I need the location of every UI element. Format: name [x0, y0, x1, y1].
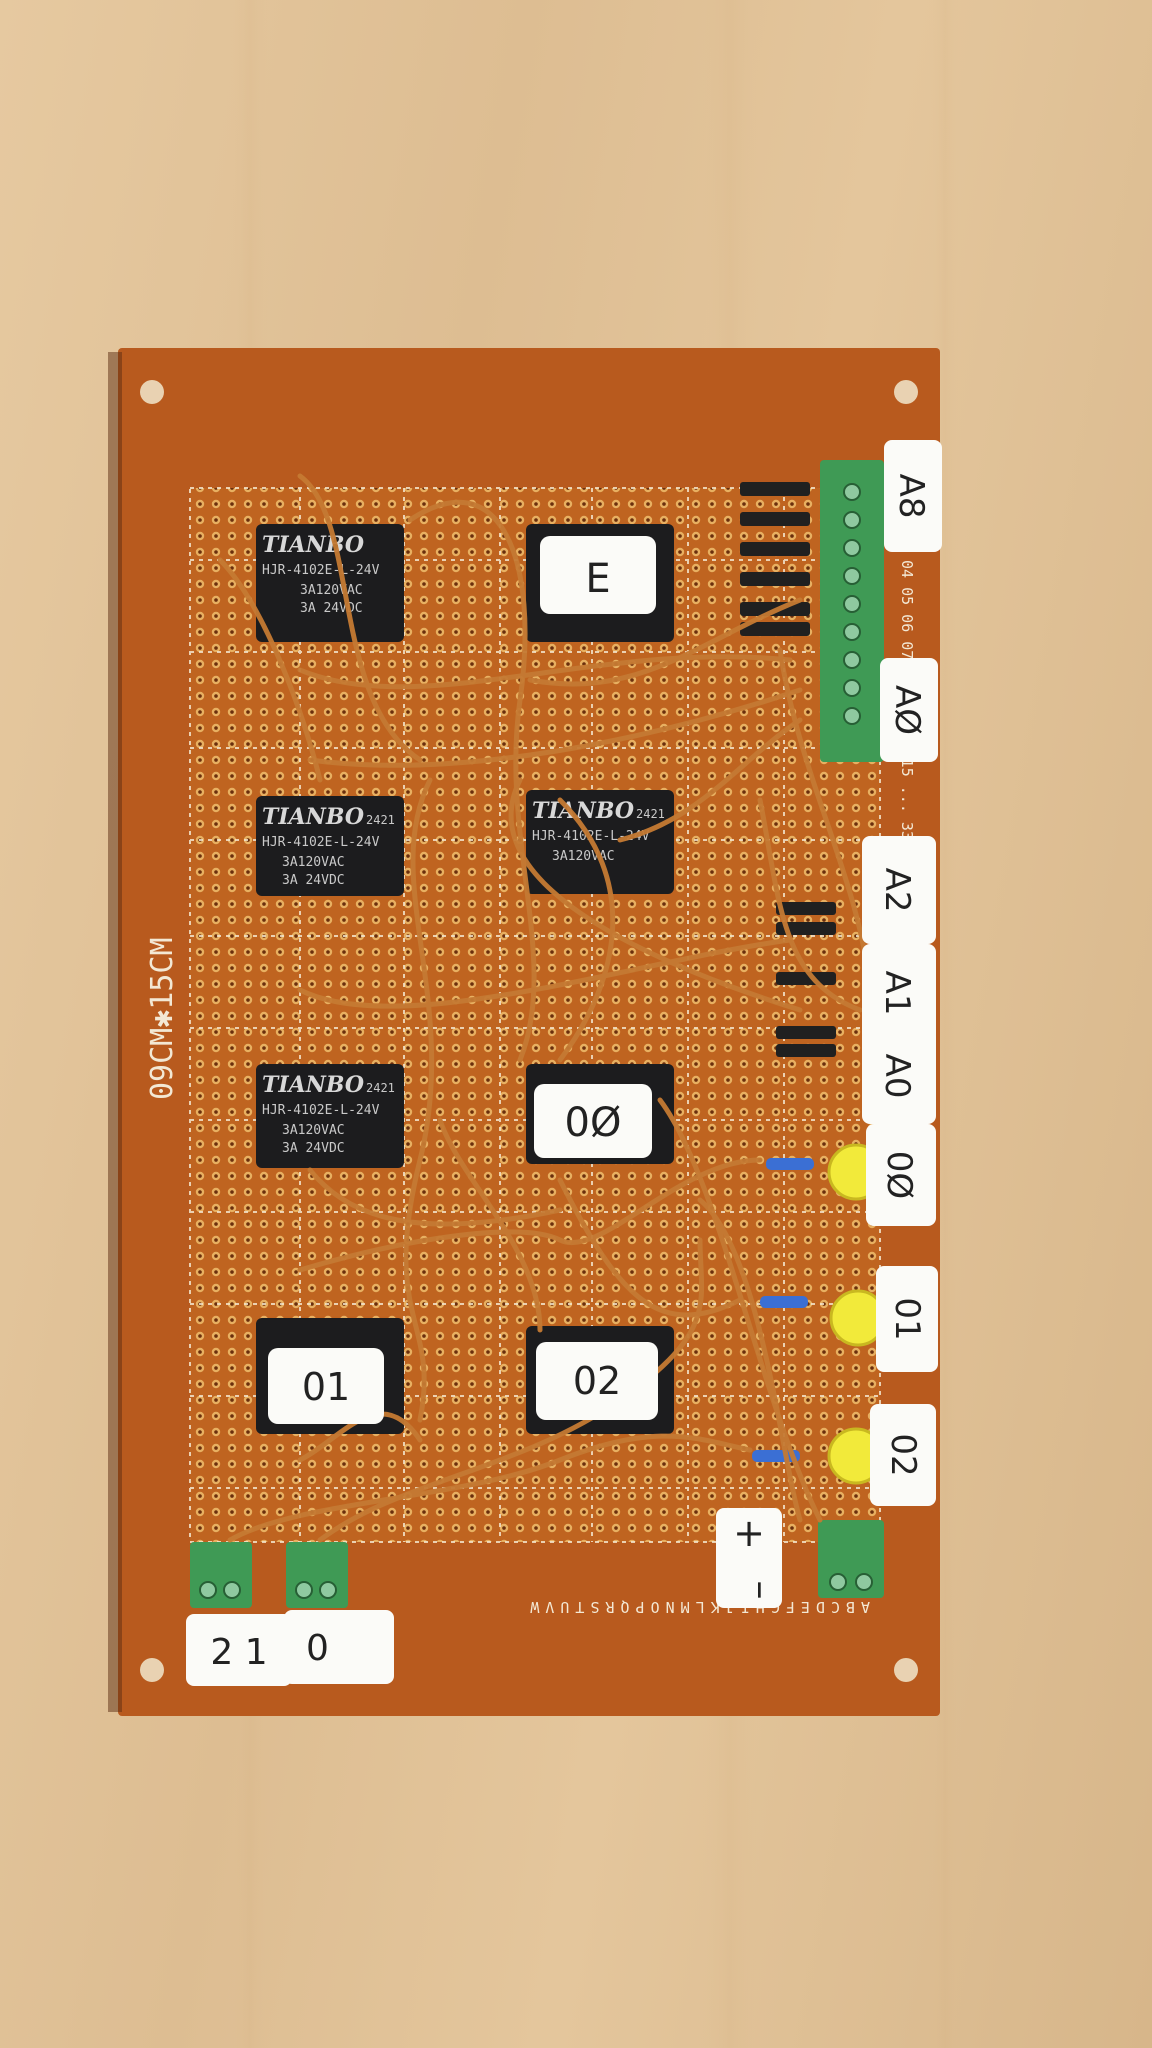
mounting-hole [140, 1658, 164, 1682]
label-text: E [585, 556, 610, 602]
terminal-power [818, 1520, 884, 1598]
label-a0: A0 [862, 1028, 936, 1124]
relay-rating: 3A 24VDC [282, 1141, 345, 1156]
label-out-o1: 01 [876, 1266, 938, 1372]
label-text: 02 [573, 1359, 621, 1403]
relay-model: HJR-4102E-L-24V [262, 563, 380, 578]
relay-rating: 3A 24VDC [282, 873, 345, 888]
label-relay-o1: 01 [268, 1348, 384, 1424]
relay-date: 2421 [636, 807, 665, 821]
label-a1: A1 [862, 944, 936, 1042]
relay-1: TIANBO HJR-4102E-L-24V 3A120VAC 3A 24VDC [256, 524, 404, 642]
relay-brand: TIANBO [532, 798, 634, 824]
board-size-marking: 09CM✱15CM [145, 937, 180, 1100]
relay-rating: 3A120VAC [282, 1123, 345, 1138]
label-power: + – [716, 1508, 784, 1608]
mounting-hole [894, 1658, 918, 1682]
label-text: A2 [877, 868, 917, 913]
label-text: A8 [891, 474, 931, 519]
mounting-hole [140, 380, 164, 404]
label-outputs-21: 2 1 [186, 1614, 292, 1686]
label-relay-o0: 0Ø [534, 1084, 652, 1158]
label-text: AØ [887, 685, 927, 735]
relay-3: TIANBO 2421 HJR-4102E-L-24V 3A120VAC [526, 790, 674, 894]
label-a2: A2 [862, 836, 936, 944]
label-text: A1 [877, 971, 917, 1016]
relay-model: HJR-4102E-L-24V [262, 835, 380, 850]
relay-rating: 3A 24VDC [300, 601, 363, 616]
relay-date: 2421 [366, 813, 395, 827]
relay-date: 2421 [366, 1081, 395, 1095]
paper-labels: E 0Ø 01 02 A8 AØ A2 A1 [186, 440, 942, 1686]
relay-model: HJR-4102E-L-24V [262, 1103, 380, 1118]
label-text: 2 1 [210, 1632, 267, 1673]
label-a0-top: AØ [880, 658, 938, 762]
label-text: 0Ø [565, 1100, 622, 1146]
relay-brand: TIANBO [262, 804, 364, 830]
label-out-o0: 0Ø [866, 1124, 936, 1226]
relay-4: TIANBO 2421 HJR-4102E-L-24V 3A120VAC 3A … [256, 1064, 404, 1168]
relay-brand: TIANBO [262, 532, 364, 558]
relay-brand: TIANBO [262, 1072, 364, 1098]
label-text: 01 [302, 1365, 350, 1409]
relay-2: TIANBO 2421 HJR-4102E-L-24V 3A120VAC 3A … [256, 796, 404, 896]
relay-rating: 3A120VAC [300, 583, 363, 598]
label-text: 0Ø [879, 1151, 919, 1199]
label-text: 02 [883, 1433, 923, 1476]
jumper-wires [217, 473, 873, 1543]
relay-rating: 3A120VAC [282, 855, 345, 870]
diode-array [740, 482, 836, 1057]
label-output-0: 0 [284, 1610, 394, 1684]
terminal-output-0 [286, 1542, 348, 1608]
terminal-block-address [820, 460, 884, 762]
label-text: A0 [877, 1054, 917, 1099]
label-relay-o2: 02 [536, 1342, 658, 1420]
mounting-hole [894, 380, 918, 404]
column-letters: ABCDEFGHIJKLMNOPQRSTUVW [524, 1598, 870, 1616]
label-minus: – [740, 1581, 784, 1600]
relay-rating: 3A120VAC [552, 849, 615, 864]
label-text: 0 [306, 1628, 329, 1669]
label-a8: A8 [884, 440, 942, 552]
label-out-o2: 02 [870, 1404, 936, 1506]
label-text: 01 [887, 1297, 927, 1340]
terminal-output-21 [190, 1542, 252, 1608]
label-plus: + [733, 1511, 765, 1555]
label-relay-e: E [540, 536, 656, 614]
